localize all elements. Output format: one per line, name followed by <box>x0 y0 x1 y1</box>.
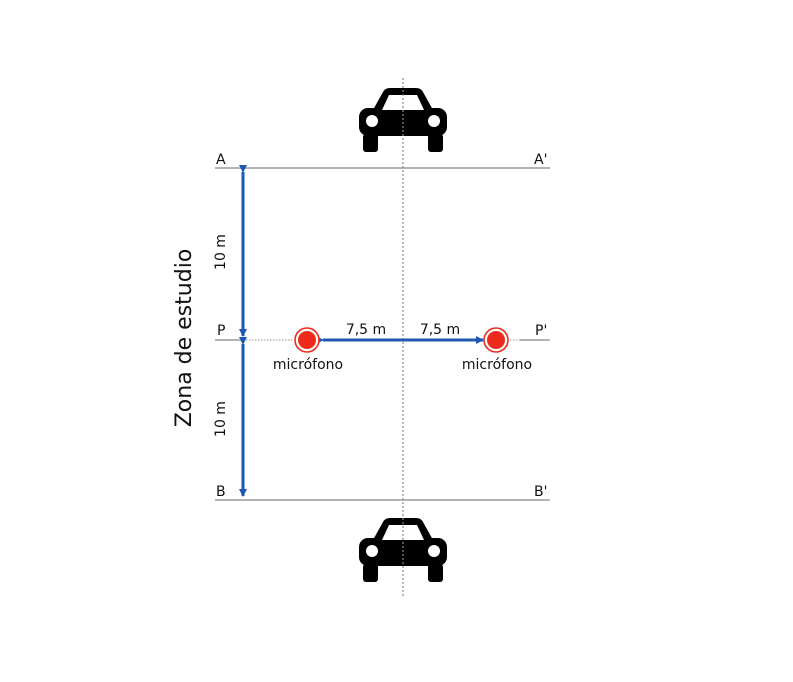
microphone-right-icon <box>483 327 509 353</box>
lower-distance-label: 10 m <box>213 401 229 437</box>
upper-distance-label: 10 m <box>213 234 229 270</box>
zone-label: Zona de estudio <box>172 249 197 428</box>
point-a-prime-label: A' <box>534 152 547 168</box>
point-b-prime-label: B' <box>534 484 547 500</box>
left-horizontal-distance-label: 7,5 m <box>346 322 386 338</box>
point-p-prime-label: P' <box>535 323 547 339</box>
microphone-left-label: micrófono <box>273 357 343 373</box>
point-a-label: A <box>216 152 226 168</box>
right-horizontal-distance-label: 7,5 m <box>420 322 460 338</box>
point-b-label: B <box>216 484 226 500</box>
point-p-label: P <box>217 323 225 339</box>
microphone-left-icon <box>294 327 320 353</box>
microphone-right-label: micrófono <box>462 357 532 373</box>
